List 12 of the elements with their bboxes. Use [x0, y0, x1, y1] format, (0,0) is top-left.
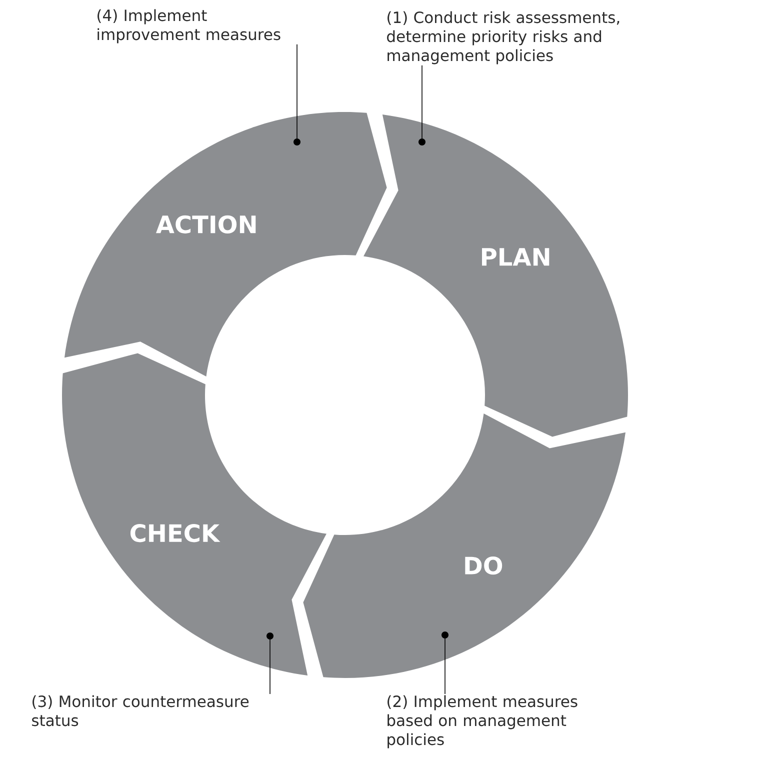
leader-line	[442, 632, 448, 694]
leader-line	[418, 65, 426, 146]
leader-line	[266, 632, 274, 694]
callout-text: (2) Implement measures based on management policies	[388, 695, 578, 748]
cycle-segment: ACTION	[64, 112, 387, 376]
leader-line	[294, 44, 300, 146]
callout-text: (4) Implement improvement measures	[98, 9, 280, 44]
callout-text: (1) Conduct risk assessments, determine priority risks and management policies	[387, 11, 620, 64]
cycle-segment: PLAN	[364, 114, 628, 437]
cycle-segment: DO	[303, 414, 626, 678]
callout-text: (3) Monitor countermeasure status	[32, 695, 249, 726]
cycle-segment: CHECK	[62, 353, 326, 676]
